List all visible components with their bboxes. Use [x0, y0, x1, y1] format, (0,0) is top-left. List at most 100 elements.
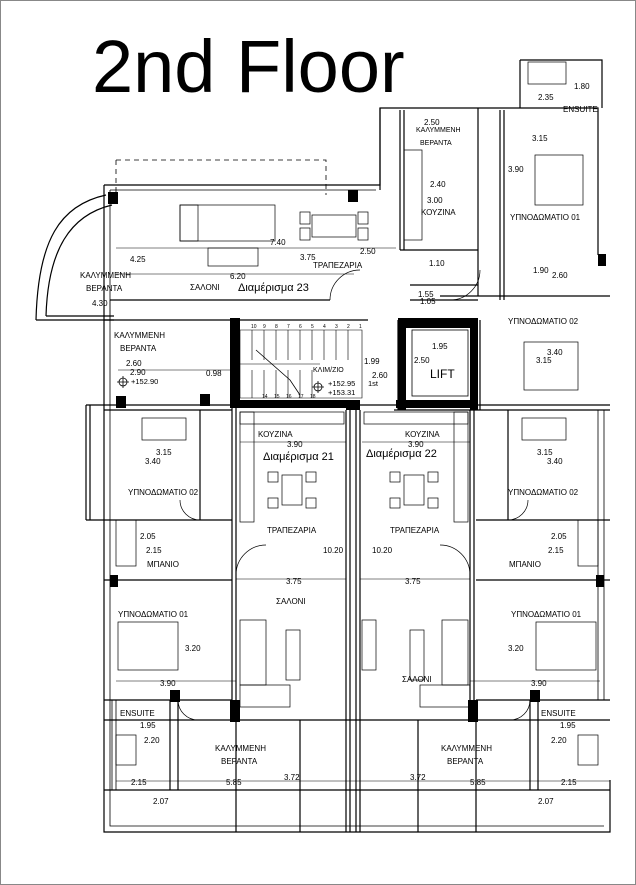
page-title: 2nd Floor [92, 25, 405, 108]
dim-label: 6.20 [230, 272, 246, 281]
room-label-ensuite: ENSUITE [563, 105, 598, 114]
stair-step-number: 9 [263, 324, 266, 330]
dim-label: 2.05 [140, 532, 156, 541]
room-label-kitchen: ΚΟΥΖΙΝΑ [405, 430, 440, 439]
stair-step-number: 1 [359, 324, 362, 330]
room-label-veranda: ΒΕΡΑΝΤΑ [420, 140, 452, 147]
level-label: +152.90 [131, 377, 158, 386]
stair-step-number: 6 [299, 324, 302, 330]
dim-label: 2.05 [551, 532, 567, 541]
dim-label: 1.05 [420, 297, 436, 306]
dim-label: 3.20 [508, 644, 524, 653]
dim-label: 2.60 [126, 359, 142, 368]
room-label-veranda: ΚΑΛΥΜΜΕΝΗ [416, 127, 461, 134]
room-label-bedroom: ΥΠΝΟΔΩΜΑΤΙΟ 01 [511, 610, 582, 619]
room-label-living: ΣΑΛΟΝΙ [276, 597, 306, 606]
room-label-kitchen: ΚΟΥΖΙΝΑ [258, 430, 293, 439]
level-label: +153.31 [328, 388, 355, 397]
room-label-veranda: ΚΑΛΥΜΜΕΝΗ [441, 744, 492, 753]
dim-label: 2.15 [561, 778, 577, 787]
stair-step-number: 4 [323, 324, 326, 330]
apartment-23-label: Διαμέρισμα 23 [238, 282, 309, 294]
room-label-ensuite: ENSUITE [120, 709, 155, 718]
dim-label: 3.75 [300, 253, 316, 262]
dim-label: 2.15 [146, 546, 162, 555]
dim-label: 3.15 [532, 134, 548, 143]
dim-label: 2.60 [372, 371, 388, 380]
room-label-bedroom: ΥΠΝΟΔΩΜΑΤΙΟ 02 [508, 488, 579, 497]
room-label-living: ΣΑΛΟΝΙ [402, 675, 432, 684]
room-label-dining: ΤΡΑΠΕΖΑΡΙΑ [267, 526, 317, 535]
dim-label: 2.40 [430, 180, 446, 189]
stair-step-number: 17 [298, 394, 304, 400]
dim-label: 3.90 [531, 679, 547, 688]
furniture [115, 61, 599, 766]
room-label-veranda: ΒΕΡΑΝΤΑ [86, 284, 123, 293]
dim-label: 2.60 [552, 271, 568, 280]
walls [35, 59, 611, 833]
dim-label: 2.50 [360, 247, 376, 256]
staircase [239, 329, 363, 399]
dim-label: 1.55 [418, 290, 434, 299]
room-label-bath: ΜΠΑΝΙΟ [509, 560, 541, 569]
dim-label: 4.30 [92, 299, 108, 308]
room-label-veranda: ΒΕΡΑΝΤΑ [221, 757, 258, 766]
dim-label: 2.90 [130, 368, 146, 377]
room-label-dining: ΤΡΑΠΕΖΑΡΙΑ [390, 526, 440, 535]
room-label-bedroom: ΥΠΝΟΔΩΜΑΤΙΟ 02 [128, 488, 199, 497]
dim-label: 3.15 [536, 356, 552, 365]
apartment-21-label: Διαμέρισμα 21 [263, 451, 334, 463]
lift-label: LIFT [430, 367, 455, 381]
dim-label: 2.20 [551, 736, 567, 745]
labels: Διαμέρισμα 23 Διαμέρισμα 21 Διαμέρισμα 2… [80, 105, 598, 766]
stair-step-number: 10 [251, 324, 257, 330]
dim-label: 10.20 [372, 546, 393, 555]
dim-label: 1.10 [429, 259, 445, 268]
dim-label: 3.00 [427, 196, 443, 205]
dim-label: 3.75 [286, 577, 302, 586]
dim-label: 2.07 [538, 797, 554, 806]
room-label-veranda: ΚΑΛΥΜΜΕΝΗ [114, 331, 165, 340]
dim-label: 3.90 [508, 165, 524, 174]
dim-label: 3.90 [287, 440, 303, 449]
room-label-bedroom: ΥΠΝΟΔΩΜΑΤΙΟ 01 [118, 610, 189, 619]
stair-step-number: 7 [287, 324, 290, 330]
stair-step-number: 16 [286, 394, 292, 400]
room-label-bedroom: ΥΠΝΟΔΩΜΑΤΙΟ 01 [510, 213, 581, 222]
dim-label: 1.99 [364, 357, 380, 366]
level-label: +152.95 [328, 379, 355, 388]
room-label-bath: ΜΠΑΝΙΟ [147, 560, 179, 569]
dim-label: 3.90 [160, 679, 176, 688]
dim-label: 2.07 [153, 797, 169, 806]
dim-label: 2.50 [424, 118, 440, 127]
dim-label: 3.40 [145, 457, 161, 466]
dim-label: 3.90 [408, 440, 424, 449]
room-label-ensuite: ENSUITE [541, 709, 576, 718]
room-label-veranda: ΚΑΛΥΜΜΕΝΗ [215, 744, 266, 753]
stair-step-number: 14 [262, 394, 268, 400]
stair-step-number: 8 [275, 324, 278, 330]
columns [108, 190, 606, 722]
dim-label: 1.95 [432, 342, 448, 351]
room-label-bedroom: ΥΠΝΟΔΩΜΑΤΙΟ 02 [508, 317, 579, 326]
dim-label: 2.35 [538, 93, 554, 102]
dim-label: 3.20 [185, 644, 201, 653]
dim-label: 1.95 [560, 721, 576, 730]
dim-label: 1.90 [533, 266, 549, 275]
dim-label: 3.40 [547, 457, 563, 466]
stair-step-number: 5 [311, 324, 314, 330]
dimensions: 1.80 2.35 2.50 3.15 3.90 2.40 3.00 4.25 … [92, 82, 590, 806]
dim-label: 2.20 [144, 736, 160, 745]
room-label-veranda: ΒΕΡΑΝΤΑ [447, 757, 484, 766]
dim-label: 2.15 [131, 778, 147, 787]
dim-label: 7.40 [270, 238, 286, 247]
room-label-kitchen: ΚΟΥΖΙΝΑ [421, 208, 456, 217]
room-label-stair: ΚΛΙΜ/ΖΙΟ [313, 367, 344, 374]
dim-label: 3.72 [410, 773, 426, 782]
dim-label: 3.15 [156, 448, 172, 457]
dim-label: 1.95 [140, 721, 156, 730]
room-label-dining: ΤΡΑΠΕΖΑΡΙΑ [313, 261, 363, 270]
dim-label: 3.40 [547, 348, 563, 357]
dim-label: 1.80 [574, 82, 590, 91]
